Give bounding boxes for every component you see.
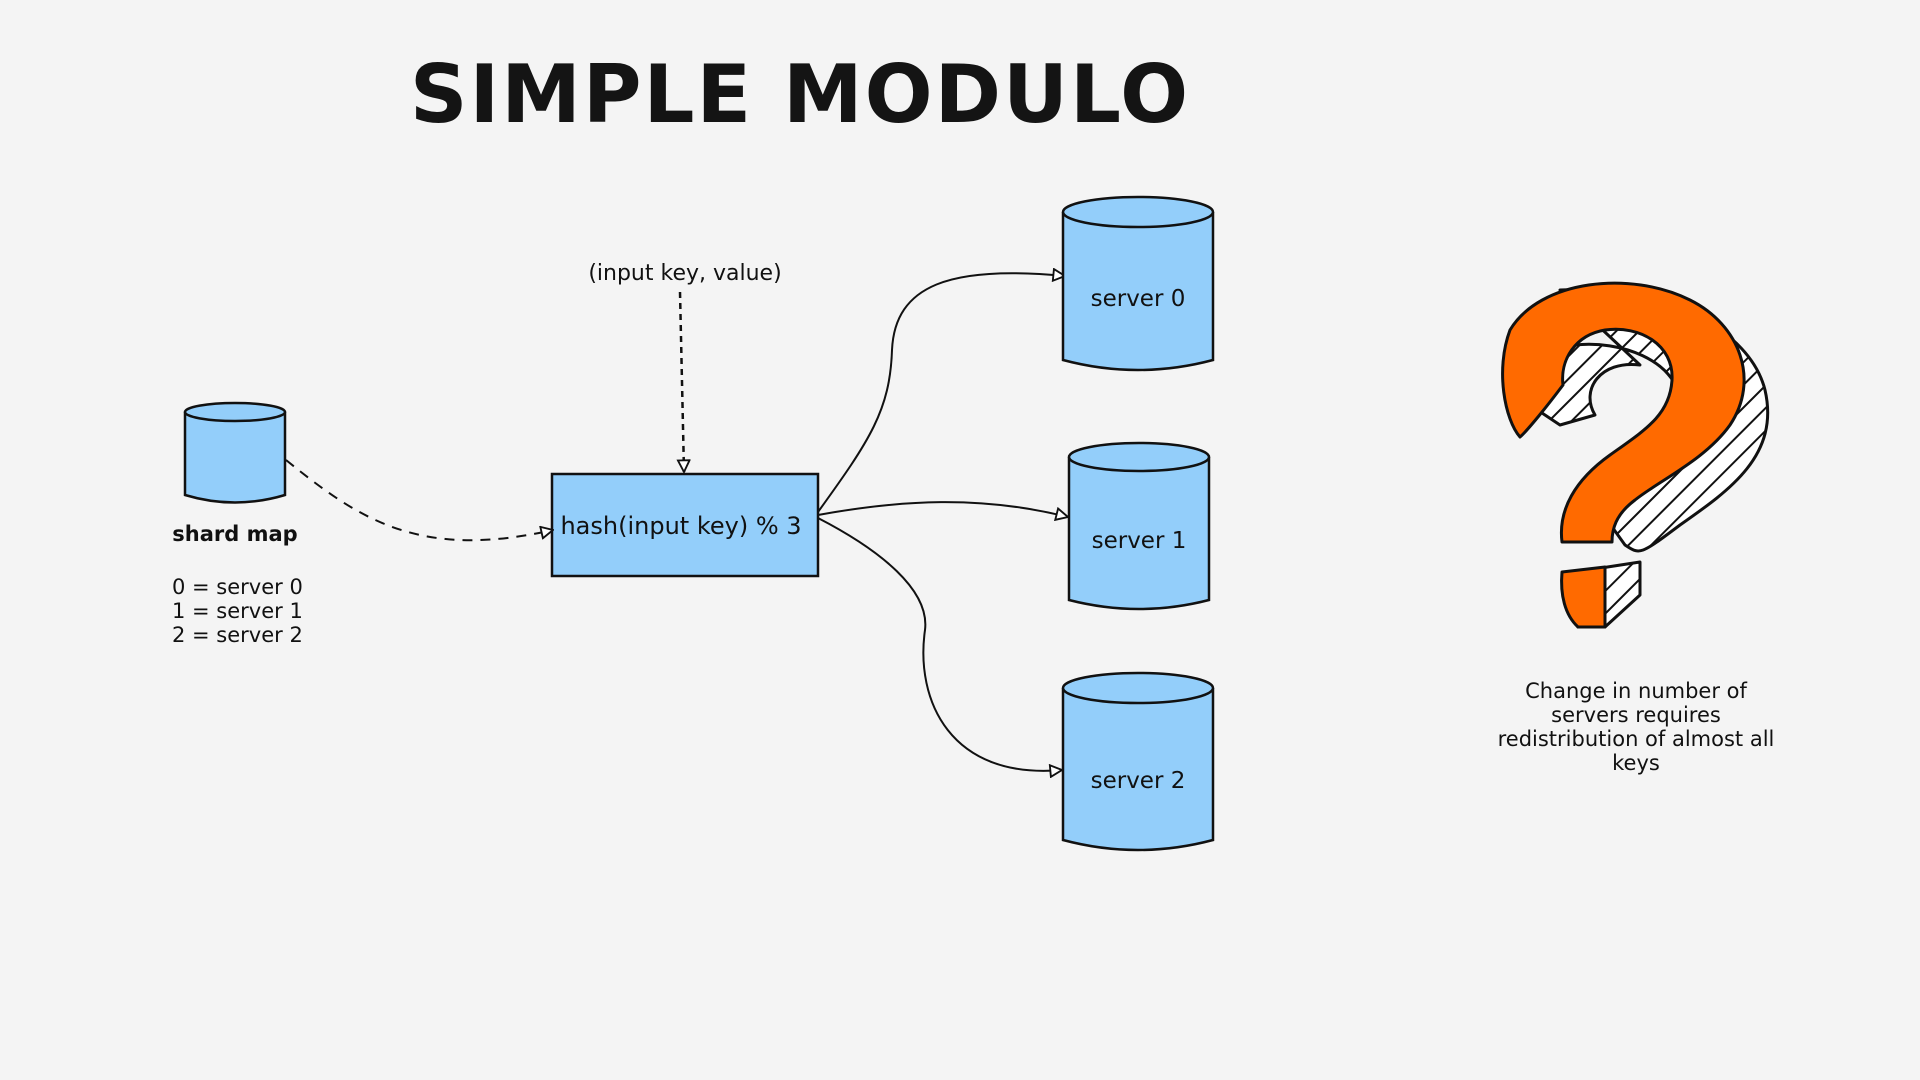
note-line: redistribution of almost all	[1498, 727, 1775, 751]
shard-map-entry: 1 = server 1	[172, 599, 303, 623]
hash-function-box	[550, 472, 820, 578]
server-2-database	[1061, 671, 1215, 852]
shard-map-entries: 0 = server 0 1 = server 1 2 = server 2	[172, 575, 303, 647]
server-0-label: server 0	[1091, 286, 1186, 312]
shard-map-to-hash-arrow	[285, 459, 553, 542]
shard-map-label: shard map	[172, 522, 297, 546]
server-2-label: server 2	[1091, 768, 1186, 794]
hash-to-server-1-arrow	[817, 501, 1068, 517]
server-0-database	[1061, 195, 1215, 372]
note-line: servers requires	[1551, 703, 1721, 727]
hash-to-server-2-arrow	[817, 517, 1062, 771]
input-key-value-label: (input key, value)	[588, 261, 781, 286]
shard-map-entry: 0 = server 0	[172, 575, 303, 599]
note-line: keys	[1612, 751, 1660, 775]
note-line: Change in number of	[1525, 679, 1747, 703]
page-title: SIMPLE MODULO	[410, 48, 1190, 141]
question-mark-icon	[1501, 281, 1770, 629]
input-to-hash-arrow	[680, 291, 684, 472]
shard-map-database	[183, 401, 287, 504]
redistribution-note: Change in number of servers requires red…	[1498, 679, 1775, 775]
server-1-label: server 1	[1092, 528, 1187, 554]
shard-map-entry: 2 = server 2	[172, 623, 303, 647]
hash-to-server-0-arrow	[817, 273, 1065, 513]
hash-function-label: hash(input key) % 3	[560, 512, 801, 540]
server-1-database	[1067, 441, 1211, 611]
